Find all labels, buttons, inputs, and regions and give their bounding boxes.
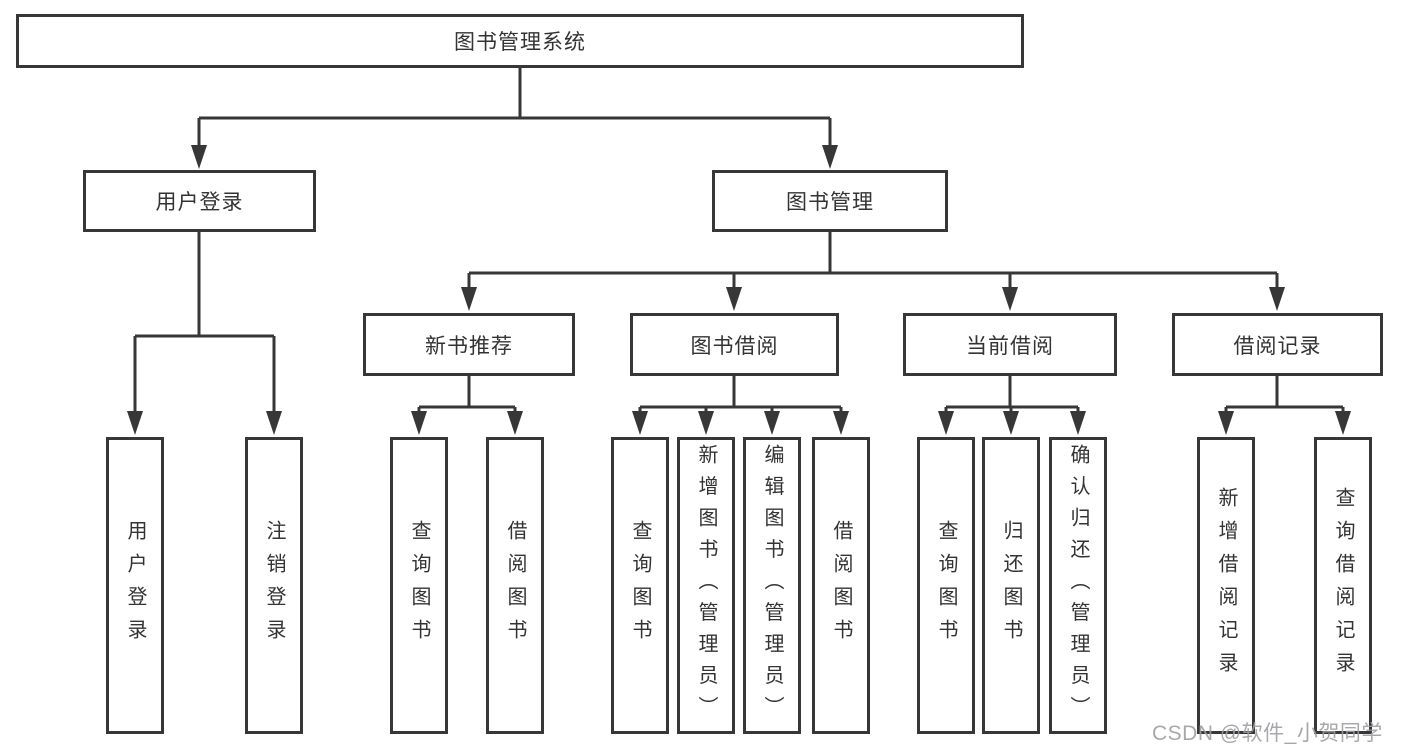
- connector-book-borrowing-branch: [638, 376, 843, 413]
- arrowhead: [461, 287, 477, 311]
- arrowhead: [632, 411, 648, 435]
- connector-current-borrowing-branch: [944, 376, 1080, 413]
- arrowheads: [127, 145, 1351, 435]
- arrowhead: [507, 411, 523, 435]
- arrowhead: [822, 145, 838, 169]
- node-label: 图书管理系统: [454, 31, 586, 54]
- connector-book-management-branch: [467, 232, 1279, 289]
- leaf-user-login: 用户登录: [106, 437, 164, 734]
- node-label: 新增图书（管理员）: [695, 443, 717, 728]
- arrowhead: [1269, 287, 1285, 311]
- node-label: 注销登录: [263, 519, 285, 652]
- arrowhead: [764, 411, 780, 435]
- arrowhead: [698, 411, 714, 435]
- leaf-query-books-borrowing: 查询图书: [611, 437, 669, 734]
- arrowhead: [1003, 411, 1019, 435]
- node-label: 归还图书: [1000, 519, 1022, 652]
- node-label: 查询图书: [629, 519, 651, 652]
- node-label: 用户登录: [155, 191, 244, 214]
- node-label: 图书借阅: [690, 334, 779, 358]
- node-label: 当前借阅: [966, 334, 1054, 358]
- arrowhead: [127, 411, 143, 435]
- node-label: 借阅图书: [504, 519, 526, 652]
- leaf-return-books: 归还图书: [982, 437, 1040, 734]
- leaf-query-books-current: 查询图书: [917, 437, 975, 734]
- arrowhead: [1218, 411, 1234, 435]
- node-label: 借阅记录: [1233, 334, 1322, 358]
- arrowhead: [1070, 411, 1086, 435]
- arrowhead: [1002, 287, 1018, 311]
- connector-borrowing-records-branch: [1224, 376, 1345, 413]
- node-label: 图书管理: [786, 191, 874, 214]
- leaf-logout: 注销登录: [245, 437, 303, 734]
- node-label: 查询图书: [935, 519, 957, 652]
- connector-root-branch: [197, 68, 832, 147]
- arrowhead: [938, 411, 954, 435]
- node-label: 查询图书: [408, 519, 430, 652]
- node-book-management: 图书管理: [712, 170, 948, 232]
- node-user-login: 用户登录: [83, 170, 316, 232]
- arrowhead: [833, 411, 849, 435]
- leaf-add-borrowing-record: 新增借阅记录: [1197, 437, 1255, 734]
- connector-user-login-branch: [133, 232, 276, 413]
- node-book-borrowing: 图书借阅: [630, 313, 839, 376]
- arrowhead: [191, 145, 207, 169]
- node-label: 用户登录: [124, 519, 146, 652]
- leaf-confirm-return-admin: 确认归还（管理员）: [1049, 437, 1107, 734]
- arrowhead: [1335, 411, 1351, 435]
- node-label: 查询借阅记录: [1332, 486, 1354, 685]
- node-new-book-recommendation: 新书推荐: [363, 313, 575, 376]
- leaf-add-books-admin: 新增图书（管理员）: [677, 437, 735, 734]
- leaf-borrow-books-borrowing: 借阅图书: [812, 437, 870, 734]
- node-label: 新书推荐: [425, 334, 513, 358]
- arrowhead: [266, 411, 282, 435]
- leaf-query-books-new: 查询图书: [390, 437, 448, 734]
- csdn-watermark: CSDN @软件_小贺同学: [1152, 722, 1383, 745]
- node-label: 新增借阅记录: [1215, 486, 1237, 685]
- node-label: 借阅图书: [830, 519, 852, 652]
- leaf-borrow-books-new: 借阅图书: [486, 437, 544, 734]
- node-label: 编辑图书（管理员）: [761, 443, 783, 728]
- arrowhead: [726, 287, 742, 311]
- leaf-query-borrowing-record: 查询借阅记录: [1314, 437, 1372, 734]
- node-label: 确认归还（管理员）: [1067, 443, 1089, 728]
- node-current-borrowing: 当前借阅: [903, 313, 1117, 376]
- arrowhead: [411, 411, 427, 435]
- node-borrowing-records: 借阅记录: [1172, 313, 1383, 376]
- leaf-edit-books-admin: 编辑图书（管理员）: [743, 437, 801, 734]
- node-library-management-system: 图书管理系统: [16, 14, 1024, 68]
- connector-new-books-branch: [417, 376, 517, 413]
